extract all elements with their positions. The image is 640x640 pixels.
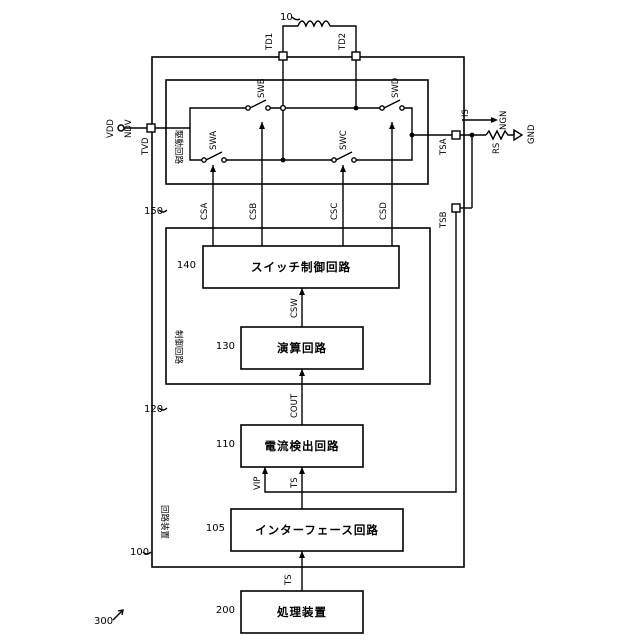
- csd-arrow: [389, 122, 395, 129]
- rs-label: RS: [492, 143, 502, 154]
- swd-blade-icon: [384, 100, 400, 108]
- swb-blade-icon: [250, 100, 266, 108]
- coil-left-lead: [283, 26, 298, 52]
- arithmetic-circuit-label: 演算回路: [277, 341, 327, 355]
- swc-blade-icon: [336, 152, 352, 160]
- tvd-label: TVD: [141, 137, 151, 156]
- csd-label: CSD: [379, 202, 389, 220]
- ts-arrow: [299, 467, 305, 474]
- csw-label: CSW: [290, 298, 300, 318]
- ndv-label: NDV: [124, 119, 134, 138]
- swc-contact-left: [332, 158, 336, 162]
- csb-label: CSB: [249, 203, 259, 220]
- rs-resistor-icon: [486, 131, 514, 139]
- drive-circuit-label: 駆動回路: [173, 130, 184, 165]
- switch-control-circuit-number: 140: [177, 260, 196, 271]
- swc-contact-right: [352, 158, 356, 162]
- processing-device-number: 200: [216, 605, 235, 616]
- swb-label: SWB: [257, 78, 267, 98]
- swc-label: SWC: [339, 130, 349, 150]
- gnd-label: GND: [527, 124, 537, 144]
- csa-label: CSA: [200, 203, 210, 220]
- ts-input-label: TS: [284, 574, 294, 586]
- csa-arrow: [210, 165, 216, 172]
- td1-terminal-icon: [279, 52, 287, 60]
- is-arrow-head: [491, 117, 498, 123]
- ts-input-arrow: [299, 551, 305, 558]
- tsa-terminal-icon: [452, 131, 460, 139]
- vip-arrow: [262, 467, 268, 474]
- swb-contact-right: [266, 106, 270, 110]
- td1-label: TD1: [265, 33, 275, 51]
- csc-label: CSC: [330, 203, 340, 220]
- circuit-device-box: [152, 57, 464, 567]
- swd-label: SWD: [391, 77, 401, 98]
- coil-icon: [298, 21, 330, 26]
- td2-label: TD2: [338, 33, 348, 51]
- tvd-terminal-icon: [147, 124, 155, 132]
- csb-arrow: [259, 122, 265, 129]
- swc-return-wire: [356, 135, 412, 160]
- swa-label: SWA: [209, 131, 219, 150]
- swd-contact-right: [400, 106, 404, 110]
- drive-circuit-box: [166, 80, 428, 184]
- csc-arrow: [340, 165, 346, 172]
- vdd-label: VDD: [106, 119, 116, 138]
- swd-contact-left: [380, 106, 384, 110]
- vdd-rail-b: [190, 108, 246, 128]
- swa-contact-right: [222, 158, 226, 162]
- gnd-icon: [514, 130, 522, 140]
- current-detection-circuit-number: 110: [216, 439, 235, 450]
- is-label: IS: [461, 109, 471, 117]
- sense-junction-dot: [470, 133, 475, 138]
- interface-circuit-label: インターフェース回路: [255, 523, 379, 537]
- swa-blade-icon: [206, 152, 222, 160]
- cout-label: COUT: [290, 393, 300, 418]
- ngn-label: NGN: [499, 111, 509, 130]
- tsb-terminal-icon: [452, 204, 460, 212]
- td2-terminal-icon: [352, 52, 360, 60]
- ts-label: TS: [290, 477, 300, 489]
- circuit-device-label: 回路装置: [159, 505, 170, 540]
- current-detection-circuit-label: 電流検出回路: [265, 439, 340, 453]
- swa-contact-left: [202, 158, 206, 162]
- system-number-arrow: [113, 610, 123, 620]
- tsb-label: TSB: [439, 211, 449, 229]
- coil-number: 10: [280, 12, 293, 23]
- switch-control-circuit-label: スイッチ制御回路: [251, 260, 351, 274]
- csw-arrow: [299, 288, 305, 295]
- vip-label: VIP: [253, 477, 263, 490]
- processing-device-label: 処理装置: [276, 605, 327, 619]
- tsa-label: TSA: [439, 138, 449, 156]
- td1-branch-open-dot: [281, 106, 286, 111]
- coil-leader: [292, 17, 300, 20]
- interface-circuit-number: 105: [206, 523, 225, 534]
- arithmetic-circuit-number: 130: [216, 341, 235, 352]
- swb-contact-left: [246, 106, 250, 110]
- system-number: 300: [94, 616, 113, 627]
- circuit-device-number: 100: [130, 547, 149, 558]
- control-circuit-label: 制御回路: [173, 330, 184, 365]
- cout-arrow: [299, 369, 305, 376]
- return-junction-dot: [410, 133, 415, 138]
